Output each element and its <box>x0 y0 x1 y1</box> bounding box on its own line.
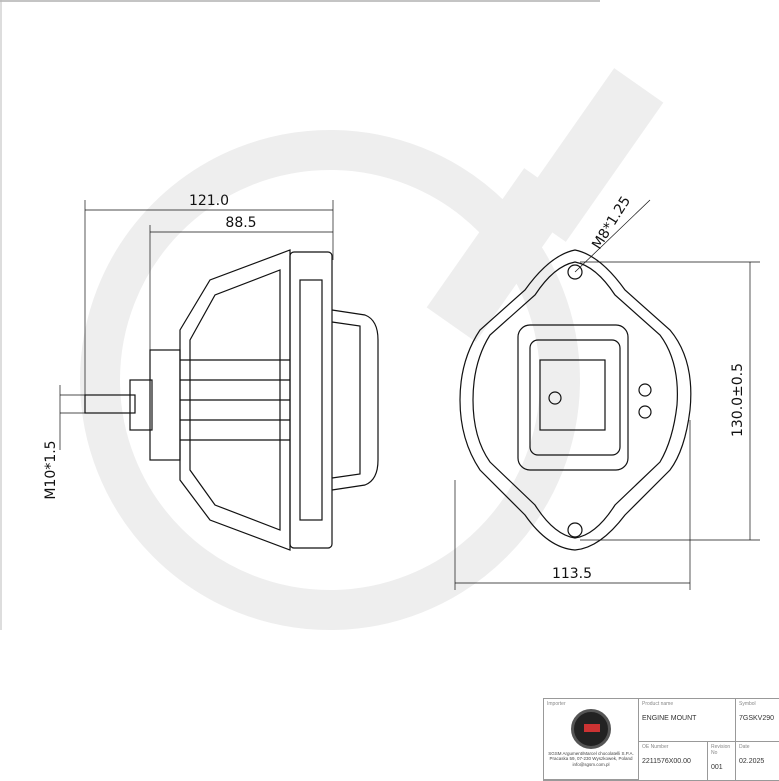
oe-number-cell: OE Number 2211576X00.00 <box>639 742 708 780</box>
dim-body-length: 88.5 <box>225 215 256 231</box>
importer-cell: Importer SGSM Argument/Marcel chocolatel… <box>544 699 639 780</box>
importer-label: Importer <box>547 701 566 707</box>
dim-overall-length: 121.0 <box>189 193 229 209</box>
symbol-cell: Symbol 7GSKV290 <box>736 699 779 742</box>
importer-logo <box>571 709 611 749</box>
revision: 001 <box>711 764 723 771</box>
symbol: 7GSKV290 <box>739 715 775 722</box>
title-block: Importer SGSM Argument/Marcel chocolatel… <box>543 698 779 781</box>
symbol-label: Symbol <box>739 701 756 707</box>
product-name: ENGINE MOUNT <box>642 715 697 722</box>
revision-label: Revision No <box>711 744 731 756</box>
dim-width: 113.5 <box>552 566 592 582</box>
importer-text: SGSM Argument/Marcel chocolatelli S.P.A.… <box>548 751 634 767</box>
oe-number-label: OE Number <box>642 744 669 750</box>
date-cell: Date 02.2025 <box>736 742 779 780</box>
oe-number: 2211576X00.00 <box>642 758 691 765</box>
dim-mount-thread: M8*1.25 <box>589 194 634 253</box>
side-view <box>59 200 379 551</box>
product-name-label: Product name <box>642 701 674 707</box>
top-view <box>454 199 760 590</box>
dim-height: 130.0±0.5 <box>730 363 746 437</box>
watermark-logo <box>80 68 664 630</box>
date: 02.2025 <box>739 758 765 765</box>
date-label: Date <box>739 744 750 750</box>
product-name-cell: Product name ENGINE MOUNT <box>639 699 736 742</box>
dim-stud-thread: M10*1.5 <box>43 440 59 499</box>
revision-cell: Revision No 001 <box>708 742 736 780</box>
